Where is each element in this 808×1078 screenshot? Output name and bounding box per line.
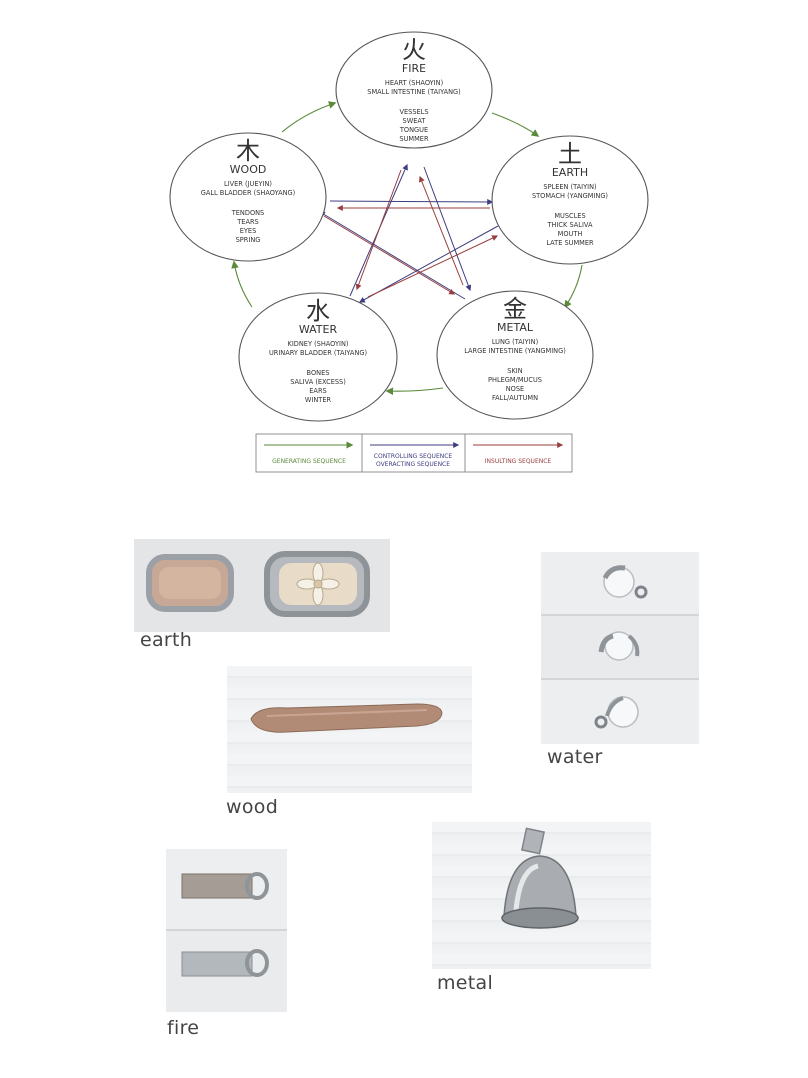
water-caption: water bbox=[547, 746, 603, 768]
earth-pendants-image bbox=[134, 539, 390, 632]
insulting-arrows bbox=[323, 169, 499, 298]
fire-correspondence-2: TONGUE bbox=[399, 126, 428, 134]
insulting-arrow-wood-metal bbox=[323, 215, 456, 295]
water-organ-0: KIDNEY (SHAOYIN) bbox=[288, 340, 349, 348]
wood-name: WOOD bbox=[230, 163, 267, 176]
fire-correspondence-0: VESSELS bbox=[399, 108, 428, 116]
metal-organ-1: LARGE INTESTINE (YANGMING) bbox=[464, 347, 566, 355]
metal-photo bbox=[432, 822, 651, 969]
fire-correspondence-1: SWEAT bbox=[403, 117, 427, 125]
wood-stick-image bbox=[250, 703, 443, 733]
generating-arrows bbox=[231, 101, 583, 396]
generating-arrow-wood-fire bbox=[281, 101, 337, 133]
fire-circle bbox=[335, 31, 493, 149]
earth-photo bbox=[134, 539, 390, 632]
controlling-arrow-earth-water bbox=[358, 225, 499, 303]
generating-arrow-fire-earth bbox=[491, 112, 540, 137]
controlling-arrow-metal-wood bbox=[318, 211, 466, 300]
legend-controlling-label: CONTROLLING SEQUENCE bbox=[374, 453, 453, 460]
legend-overacting-label: OVERACTING SEQUENCE bbox=[376, 461, 450, 468]
fire-caption: fire bbox=[167, 1017, 200, 1039]
wood-correspondence-1: TEARS bbox=[236, 218, 258, 226]
earth-circle bbox=[491, 135, 649, 265]
earth-organ-0: SPLEEN (TAIYIN) bbox=[543, 183, 596, 191]
legend-generating-label: GENERATING SEQUENCE bbox=[272, 458, 346, 465]
earth-organ-1: STOMACH (YANGMING) bbox=[532, 192, 608, 200]
water-pendants-image bbox=[541, 552, 699, 744]
fire-pendants-image bbox=[166, 849, 287, 1012]
legend: GENERATING SEQUENCE CONTROLLING SEQUENCE… bbox=[255, 433, 573, 473]
water-correspondence-1: SALIVA (EXCESS) bbox=[290, 378, 346, 386]
metal-correspondence-0: SKIN bbox=[507, 367, 522, 375]
metal-name: METAL bbox=[497, 321, 534, 334]
metal-organ-0: LUNG (TAIYIN) bbox=[492, 338, 538, 346]
earth-glyph: 土 bbox=[558, 140, 582, 168]
metal-correspondence-1: PHLEGM/MUCUS bbox=[488, 376, 542, 384]
water-correspondence-0: BONES bbox=[307, 369, 330, 377]
generating-arrow-water-wood bbox=[231, 260, 253, 308]
wood-photo bbox=[227, 666, 472, 793]
earth-caption: earth bbox=[140, 629, 193, 651]
insulting-arrow-metal-fire bbox=[418, 175, 464, 286]
fire-organ-0: HEART (SHAOYIN) bbox=[385, 79, 443, 87]
controlling-arrow-fire-metal bbox=[423, 166, 472, 292]
insulting-arrow-water-earth bbox=[367, 235, 499, 298]
earth-name: EARTH bbox=[552, 166, 588, 179]
metal-circle bbox=[436, 290, 594, 420]
controlling-arrow-wood-earth bbox=[329, 198, 494, 205]
water-circle bbox=[238, 292, 398, 422]
earth-correspondence-3: LATE SUMMER bbox=[546, 239, 594, 247]
water-correspondence-2: EARS bbox=[309, 387, 326, 395]
metal-correspondence-3: FALL/AUTUMN bbox=[492, 394, 538, 402]
water-correspondence-3: WINTER bbox=[305, 396, 332, 404]
fire-correspondence-3: SUMMER bbox=[399, 135, 429, 143]
fire-photo bbox=[166, 849, 287, 1012]
metal-glyph: 金 bbox=[503, 295, 527, 323]
generating-arrow-earth-metal bbox=[564, 264, 583, 309]
wood-circle bbox=[169, 132, 327, 262]
insulting-arrow-fire-water bbox=[355, 169, 402, 291]
legend-insulting-label: INSULTING SEQUENCE bbox=[485, 458, 552, 465]
fire-glyph: 火 bbox=[402, 36, 426, 64]
water-photo bbox=[541, 552, 699, 744]
wood-correspondence-3: SPRING bbox=[236, 236, 261, 244]
metal-caption: metal bbox=[437, 972, 494, 994]
wood-correspondence-2: EYES bbox=[240, 227, 257, 235]
water-name: WATER bbox=[299, 323, 338, 336]
generating-arrow-metal-water bbox=[385, 387, 444, 396]
fire-name: FIRE bbox=[402, 62, 426, 75]
wood-caption: wood bbox=[226, 796, 279, 818]
metal-bell-image bbox=[501, 827, 579, 929]
wood-correspondence-0: TENDONS bbox=[231, 209, 265, 217]
water-glyph: 水 bbox=[306, 297, 330, 325]
water-organ-1: URINARY BLADDER (TAIYANG) bbox=[269, 349, 367, 357]
earth-correspondence-2: MOUTH bbox=[558, 230, 583, 238]
fire-organ-1: SMALL INTESTINE (TAIYANG) bbox=[367, 88, 460, 96]
wood-glyph: 木 bbox=[236, 137, 260, 165]
wood-organ-1: GALL BLADDER (SHAOYANG) bbox=[201, 189, 296, 197]
earth-correspondence-0: MUSCLES bbox=[554, 212, 585, 220]
controlling-arrows bbox=[318, 163, 499, 303]
metal-correspondence-2: NOSE bbox=[506, 385, 524, 393]
wood-organ-0: LIVER (JUEYIN) bbox=[224, 180, 272, 188]
earth-correspondence-1: THICK SALIVA bbox=[547, 221, 593, 229]
